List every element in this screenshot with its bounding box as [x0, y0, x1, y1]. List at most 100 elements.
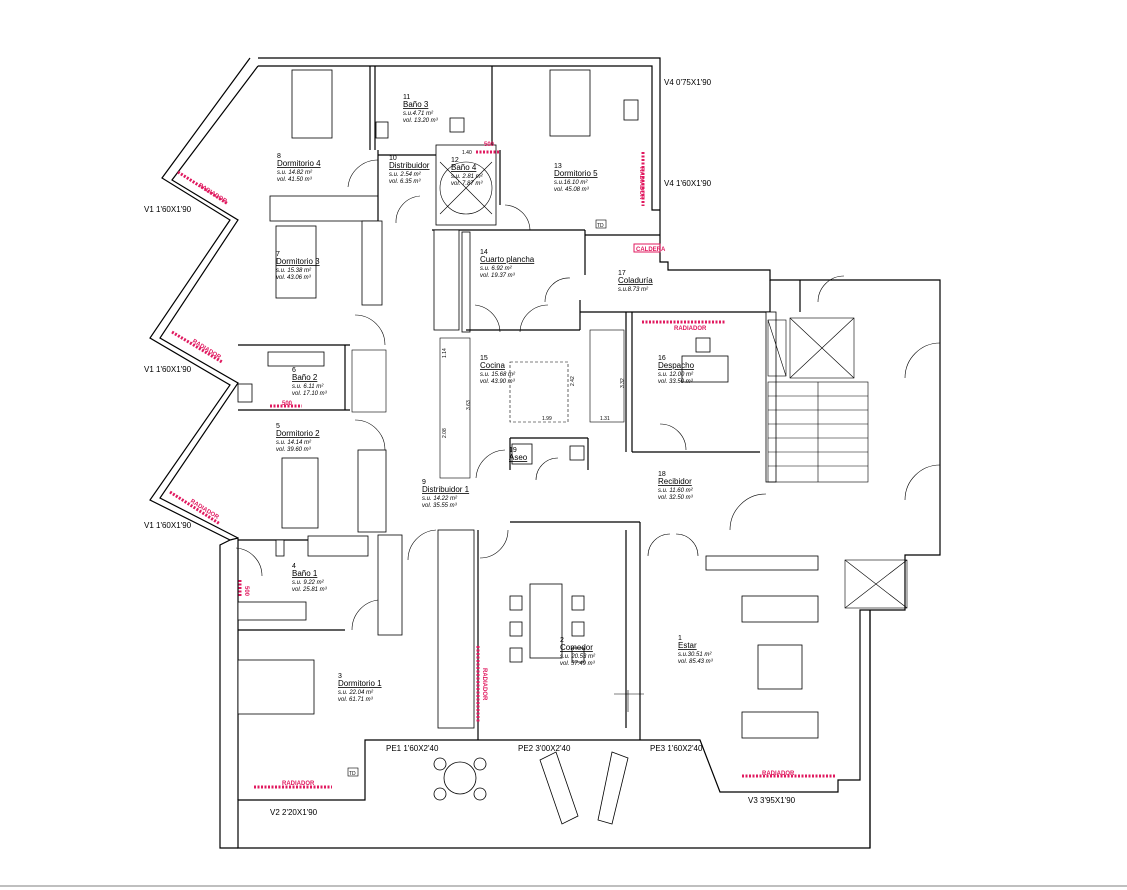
room-surface: s.u. 9.22 m²	[292, 580, 325, 586]
room-volume: vol. 19.37 m³	[480, 273, 516, 279]
radiator-label: RADIADOR	[282, 781, 315, 787]
room-number: 18	[658, 471, 666, 478]
room-name: Estar	[678, 641, 697, 650]
radiator-500-label: 500	[282, 401, 293, 407]
room-name: Aseo	[509, 453, 528, 462]
room-volume: vol. 13.20 m³	[403, 118, 439, 124]
room-volume: vol. 85.43 m³	[678, 659, 714, 665]
room-name: Comedor	[560, 643, 593, 652]
room-surface: s.u. 14.14 m²	[276, 440, 312, 446]
room-number: 16	[658, 355, 666, 362]
room-number: 9	[422, 479, 426, 486]
stairwell	[767, 317, 908, 609]
room-surface: s.u. 22.04 m²	[338, 690, 374, 696]
td-tags: TD TD	[347, 219, 607, 777]
radiator-500-label: 500	[484, 142, 495, 148]
room-volume: vol. 43.90 m³	[480, 379, 516, 385]
furniture	[237, 69, 819, 825]
room-number: 6	[292, 367, 296, 374]
room-number: 17	[618, 270, 626, 277]
room-number: 7	[276, 251, 280, 258]
room-surface: s.u. 15.68 m²	[480, 372, 516, 378]
room-surface: s.u.30.51 m²	[678, 652, 712, 658]
room-number: 19	[509, 447, 517, 454]
room-surface: s.u. 20.53 m²	[560, 654, 596, 660]
radiator-label: RADIADOR	[191, 339, 222, 362]
room-name: Baño 3	[403, 100, 429, 109]
room-name: Dormitorio 4	[277, 159, 321, 168]
window-label-v1-b: V1 1'60X1'90	[144, 365, 192, 374]
room-name: Baño 4	[451, 163, 477, 172]
radiator-500-label: 500	[243, 586, 249, 597]
room-volume: vol. 43.06 m³	[276, 275, 312, 281]
room-surface: s.u. 2.54 m²	[389, 172, 422, 178]
window-label-v1-a: V1 1'60X1'90	[144, 205, 192, 214]
room-number: 1	[678, 635, 682, 642]
td-tag: TD	[597, 223, 604, 229]
room-surface: s.u.16.10 m²	[554, 180, 588, 186]
room-name: Distribuidor	[389, 161, 430, 170]
dim-label: 3.32	[620, 378, 626, 388]
dim-label: 3.63	[466, 400, 472, 410]
room-volume: vol. 57.49 m³	[560, 661, 596, 667]
room-volume: vol. 7.87 m³	[451, 181, 483, 187]
room-number: 5	[276, 423, 280, 430]
room-volume: vol. 25.81 m³	[292, 587, 328, 593]
window-label-pe2: PE2 3'00X2'40	[518, 744, 571, 753]
room-name: Dormitorio 3	[276, 257, 320, 266]
interior-walls	[238, 66, 819, 740]
window-labels: V4 0'75X1'90 V4 1'60X1'90 V1 1'60X1'90 V…	[144, 78, 796, 817]
radiator-label: RADIADOR	[674, 326, 707, 332]
room-name: Recibidor	[658, 477, 692, 486]
radiator-label: RADIADOR	[762, 771, 795, 777]
room-name: Dormitorio 5	[554, 169, 598, 178]
room-name: Dormitorio 1	[338, 679, 382, 688]
room-name: Baño 1	[292, 569, 318, 578]
outer-walls	[149, 57, 941, 849]
room-number: 11	[403, 94, 410, 101]
dim-label: 2.08	[442, 428, 448, 438]
room-volume: vol. 33.50 m³	[658, 379, 694, 385]
boiler-label: CALDERA	[636, 247, 666, 253]
room-number: 10	[389, 155, 397, 162]
room-surface: s.u. 2.81 m²	[451, 174, 484, 180]
room-surface: s.u.8.73 m²	[618, 287, 649, 293]
room-number: 12	[451, 157, 459, 164]
window-label-pe1: PE1 1'60X2'40	[386, 744, 439, 753]
dim-label: 1.14	[442, 348, 448, 358]
room-number: 14	[480, 249, 488, 256]
room-surface: s.u. 11.60 m²	[658, 488, 694, 494]
dim-label: 2.42	[570, 376, 576, 386]
room-number: 4	[292, 563, 296, 570]
room-surface: s.u. 14.22 m²	[422, 496, 458, 502]
radiator-label: RADIADOR	[481, 668, 487, 701]
room-surface: s.u. 14.82 m²	[277, 170, 313, 176]
room-volume: vol. 61.71 m³	[338, 697, 374, 703]
window-label-v4-top: V4 0'75X1'90	[664, 78, 712, 87]
window-label-v2: V2 2'20X1'90	[270, 808, 318, 817]
room-volume: vol. 41.50 m³	[277, 177, 313, 183]
room-surface: s.u.4.71 m²	[403, 111, 434, 117]
room-volume: vol. 45.08 m³	[554, 187, 590, 193]
room-surface: s.u. 12.00 m²	[658, 372, 694, 378]
room-number: 3	[338, 673, 342, 680]
room-surface: s.u. 6.92 m²	[480, 266, 513, 272]
room-name: Cuarto plancha	[480, 255, 535, 264]
